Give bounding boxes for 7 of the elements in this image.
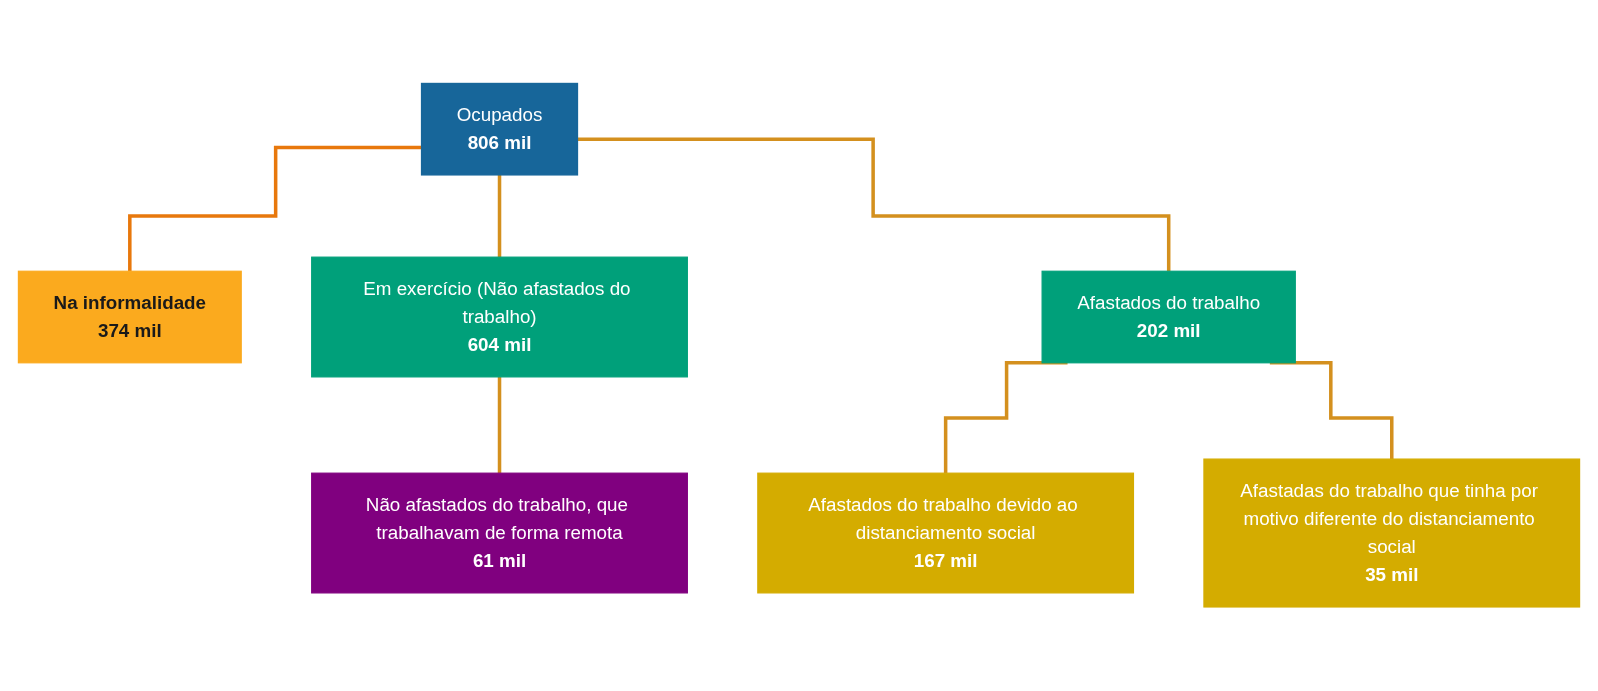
node-box: Não afastados do trabalho, que trabalhavam de forma remota 61 mil [311,472,688,594]
node-box: Na informalidade 374 mil [17,270,242,364]
node-box: Ocupados 806 mil [420,83,579,176]
node-box: Afastadas do trabalho que tinha por motivo diferente do distanciamento social 35 mil [1203,458,1581,608]
node-box: Afastados do trabalho devido ao distanciamento social 167 mil [757,472,1135,594]
node-box: Em exercício (Não afastados do trabalho) 604 mil [311,256,688,378]
node-box: Afastados do trabalho 202 mil [1041,270,1296,364]
